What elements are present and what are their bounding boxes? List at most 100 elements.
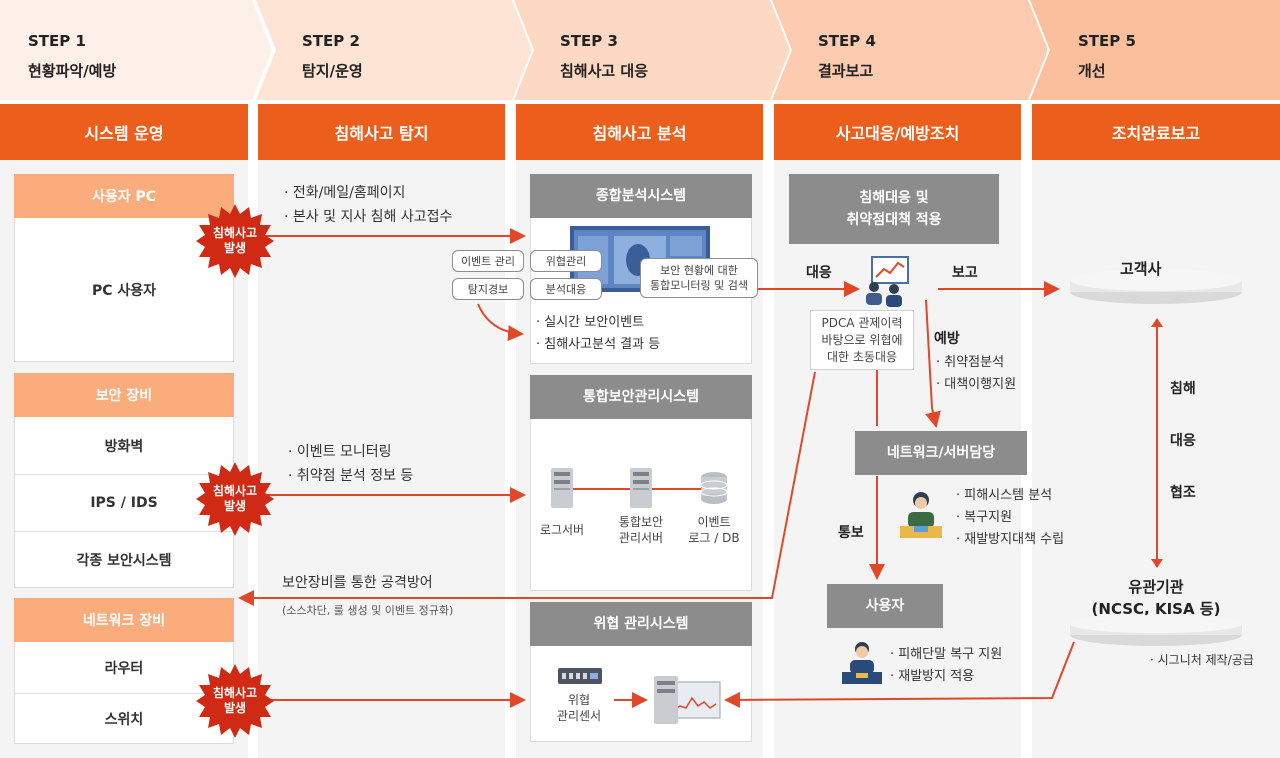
presentation-team-icon	[866, 256, 909, 307]
divider	[15, 474, 233, 475]
report-channel-2: · 본사 및 지사 침해 사고접수	[284, 209, 453, 225]
event-db-label: 이벤트 로그 / DB	[688, 515, 740, 545]
pill-analysis-response: 분석대응	[530, 278, 602, 300]
pdca-note: PDCA 관제이력 바탕으로 위협에 대한 초동대응	[810, 310, 914, 370]
customer-label: 고객사	[1120, 260, 1162, 278]
agency-pedestal	[1070, 615, 1242, 646]
network-item-3: · 재발방지대책 수립	[956, 532, 1065, 547]
user-icon	[842, 642, 882, 684]
user-item-1: · 피해단말 복구 지원	[890, 647, 1003, 662]
burst-shape-icon	[196, 462, 274, 536]
phase-incident-detection: 침해사고 탐지	[258, 104, 505, 160]
step-name: 탐지/운영	[302, 62, 363, 80]
label-notify: 통보	[838, 525, 864, 541]
monitoring-1: · 이벤트 모니터링	[288, 444, 392, 460]
agency-label: 유관기관 (NCSC, KISA 등)	[1091, 578, 1221, 618]
log-server-icon	[551, 468, 573, 508]
threat-management-box: 위협 관리시스템	[530, 602, 752, 742]
sensor-icon	[558, 668, 602, 684]
divider	[15, 531, 233, 532]
step-number: STEP 2	[302, 32, 360, 50]
step-1: STEP 1 현황파악/예방	[0, 0, 275, 100]
step-4: STEP 4 결과보고	[772, 0, 1047, 100]
cooperation-word-3: 협조	[1170, 485, 1196, 501]
step-name: 현황파악/예방	[28, 62, 117, 80]
step-number: STEP 4	[818, 32, 876, 50]
network-equipment-head: 네트워크 장비	[14, 598, 234, 642]
log-server-label: 로그서버	[539, 523, 585, 537]
step-number: STEP 1	[28, 32, 86, 50]
step-3: STEP 3 침해사고 대응	[514, 0, 789, 100]
router-item: 라우터	[104, 661, 144, 677]
firewall-item: 방화벽	[104, 439, 144, 455]
defense-sub: (소스차단, 룰 생성 및 이벤트 정규화)	[282, 604, 454, 617]
security-systems-item: 각종 보안시스템	[76, 553, 172, 569]
customer-pedestal	[1070, 269, 1242, 304]
technician-icon	[900, 492, 942, 538]
burst-shape-icon	[196, 664, 274, 738]
step-number: STEP 5	[1078, 32, 1136, 50]
pill-threat-management: 위협관리	[530, 250, 602, 272]
step-number: STEP 3	[560, 32, 618, 50]
prevent-item-2: · 대책이행지원	[936, 377, 1017, 392]
label-prevent: 예방	[934, 331, 960, 347]
network-server-head: 네트워크/서버담당	[855, 431, 1027, 475]
step-3-bg	[514, 0, 789, 100]
step-name: 침해사고 대응	[560, 62, 649, 80]
divider	[15, 693, 233, 694]
cooperation-word-2: 대응	[1170, 433, 1196, 449]
step-name: 개선	[1078, 62, 1106, 80]
phase-system-operation: 시스템 운영	[0, 104, 248, 160]
response-head: 침해대응 및 취약점대책 적용	[789, 174, 999, 244]
user-pc-box: 사용자 PC PC 사용자	[14, 174, 234, 362]
network-equipment-box: 네트워크 장비 라우터 스위치	[14, 598, 234, 744]
step-4-bg	[772, 0, 1047, 100]
signature-note: · 시그니처 제작/공급	[1150, 653, 1254, 667]
management-server-label: 통합보안 관리서버	[618, 515, 664, 545]
step-name: 결과보고	[818, 62, 874, 80]
user-item-2: · 재발방지 적용	[890, 669, 975, 684]
sensor-label: 위협 관리센서	[556, 693, 602, 723]
network-item-1: · 피해시스템 분석	[956, 488, 1053, 503]
management-server-icon	[630, 468, 652, 508]
step-1-bg	[0, 0, 272, 100]
pill-detection-alert: 탐지경보	[452, 278, 524, 300]
phase-response-prevention: 사고대응/예방조치	[774, 104, 1021, 160]
burst-shape-icon	[196, 204, 274, 278]
monitoring-callout: 보안 현황에 대한 통합모니터링 및 검색	[640, 258, 758, 298]
cooperation-word-1: 침해	[1170, 381, 1196, 397]
threat-management-head: 위협 관리시스템	[530, 602, 752, 646]
monitoring-2: · 취약점 분석 정보 등	[288, 468, 414, 484]
prevent-item-1: · 취약점분석	[936, 355, 1005, 370]
step-5-bg	[1030, 0, 1280, 100]
label-response: 대응	[806, 265, 832, 281]
server-link-line	[573, 488, 701, 490]
label-report: 보고	[952, 265, 978, 281]
integrated-security-head: 통합보안관리시스템	[530, 375, 752, 419]
phase-incident-analysis: 침해사고 분석	[516, 104, 763, 160]
cooperation-arrow	[1151, 318, 1163, 568]
defense-title: 보안장비를 통한 공격방어	[282, 575, 433, 591]
step-5: STEP 5 개선	[1030, 0, 1280, 100]
switch-item: 스위치	[104, 712, 144, 728]
report-channel-1: · 전화/메일/홈페이지	[284, 185, 406, 201]
security-equipment-head: 보안 장비	[14, 373, 234, 417]
integrated-analysis-head: 종합분석시스템	[530, 174, 752, 218]
ips-ids-item: IPS / IDS	[90, 495, 158, 511]
analysis-bullet-2: · 침해사고분석 결과 등	[536, 337, 661, 352]
security-equipment-box: 보안 장비 방화벽 IPS / IDS 각종 보안시스템	[14, 373, 234, 588]
network-item-2: · 복구지원	[956, 510, 1013, 525]
threat-server-monitor-icon	[654, 676, 721, 724]
database-icon	[700, 472, 728, 504]
analysis-bullet-1: · 실시간 보안이벤트	[536, 315, 645, 330]
pill-event-management: 이벤트 관리	[452, 250, 524, 272]
user-head: 사용자	[827, 584, 943, 628]
phase-completion-report: 조치완료보고	[1032, 104, 1280, 160]
user-pc-head: 사용자 PC	[14, 174, 234, 218]
step-2-bg	[256, 0, 531, 100]
user-pc-item: PC 사용자	[91, 283, 157, 299]
